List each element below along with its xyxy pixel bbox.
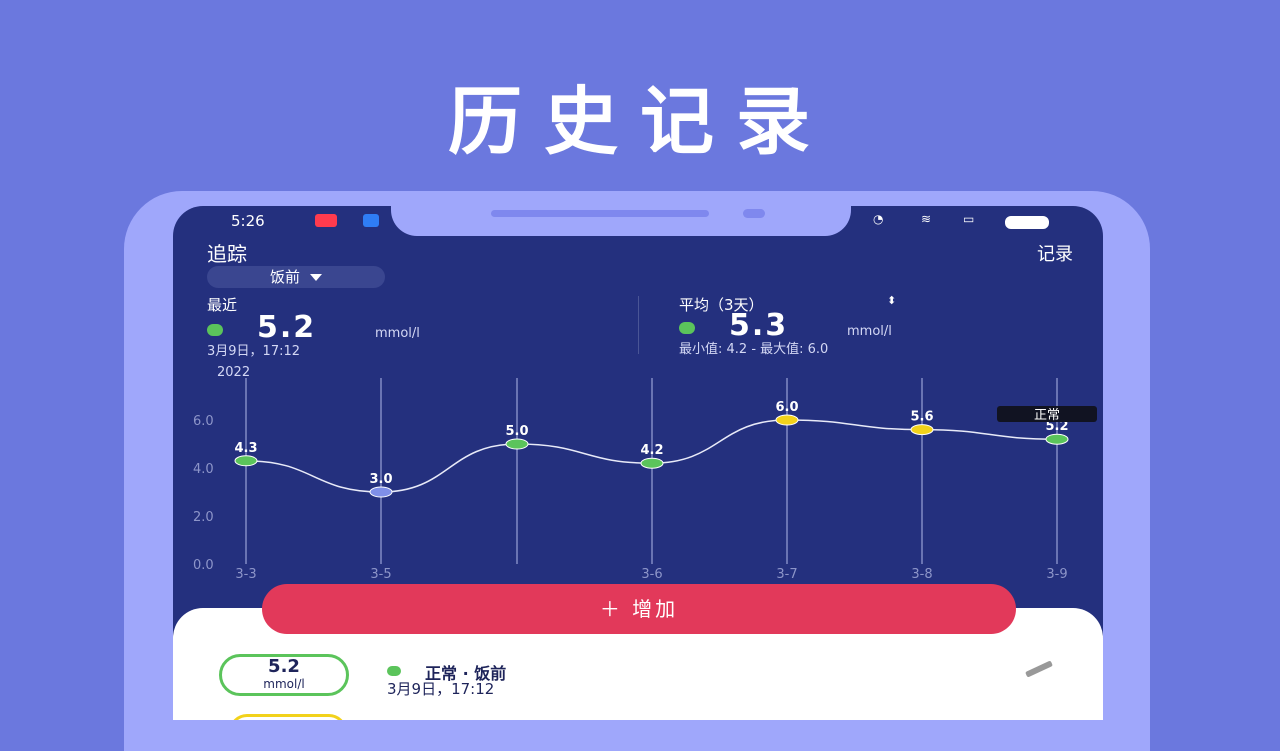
app-screen: 5:26 ◔ ≋ ▭ 追踪 记录 饭前 最近 5.2 mmol/l 3月9日，1… [173,206,1103,720]
entry-datetime: 3月9日，17:12 [387,680,495,698]
x-tick-label: 3-6 [641,567,662,582]
meal-filter-label: 饭前 [269,268,300,286]
x-tick-label: 3-9 [1046,567,1067,582]
x-tick-label: 3-7 [776,567,797,582]
glucose-line-chart: 2022 6.0 4.0 2.0 0.0 4.3 3.0 5.0 4.2 6.0 5.6 5.2 3-3… [193,366,1097,582]
sim-icon: ▭ [963,212,975,226]
camera [743,209,765,218]
battery-icon [1005,216,1049,229]
pencil-icon[interactable] [1025,660,1053,678]
average-label: 平均（3天） [679,296,764,314]
latest-value: 5.2 [257,310,317,345]
average-range: 最小值: 4.2 - 最大值: 6.0 [679,342,829,357]
entry-title: 正常 · 饭前 [425,664,507,683]
add-button[interactable]: ＋ 增加 [262,584,1016,634]
speaker [491,210,709,217]
page-banner-title: 历史记录 [448,79,832,165]
latest-label: 最近 [207,296,238,314]
latest-unit: mmol/l [375,326,420,341]
heart-notification-icon [315,214,337,227]
data-value-label: 6.0 [775,400,798,415]
data-value-label: 5.2 [1045,419,1068,434]
data-value-label: 4.3 [234,441,257,456]
data-point [640,457,664,469]
data-value-label: 4.2 [640,443,663,458]
data-value-label: 5.0 [505,424,528,439]
chart-year-label: 2022 [217,366,250,380]
phone-notch [391,206,851,236]
app-notification-icon [363,214,379,227]
average-unit: mmol/l [847,324,892,339]
entry-status-dot [387,666,401,676]
data-point [1045,433,1069,445]
data-point [505,438,529,450]
x-tick-label: 3-3 [235,567,256,582]
y-tick-label: 2.0 [193,510,214,525]
sort-icon[interactable]: ⬍ [887,294,897,307]
stats-divider [638,296,639,354]
y-tick-label: 0.0 [193,558,214,573]
data-point [369,486,393,498]
data-point [775,414,799,426]
record-link[interactable]: 记录 [1037,244,1073,265]
y-tick-label: 4.0 [193,462,214,477]
caret-down-icon [310,274,322,281]
page-title: 追踪 [207,242,247,266]
x-tick-label: 3-8 [911,567,932,582]
next-entry-circle [229,714,347,720]
data-point [910,424,934,436]
alarm-icon: ◔ [873,212,884,226]
average-status-dot [679,322,695,334]
latest-status-dot [207,324,223,336]
data-value-label: 5.6 [910,410,933,425]
entry-unit: mmol/l [263,677,305,691]
average-value: 5.3 [729,308,789,343]
latest-datetime: 3月9日，17:12 [207,344,301,359]
tooltip-label: 正常 [1034,408,1060,423]
tooltip-background [997,406,1097,422]
wifi-icon: ≋ [921,212,932,226]
status-time: 5:26 [231,212,265,230]
data-point [234,455,258,467]
meal-filter-dropdown[interactable]: 饭前 [207,266,385,288]
y-tick-label: 6.0 [193,414,214,429]
data-value-label: 3.0 [369,472,392,487]
entry-value: 5.2 [268,656,300,677]
entry-value-circle: 5.2 mmol/l [219,654,349,696]
x-tick-label: 3-5 [370,567,391,582]
